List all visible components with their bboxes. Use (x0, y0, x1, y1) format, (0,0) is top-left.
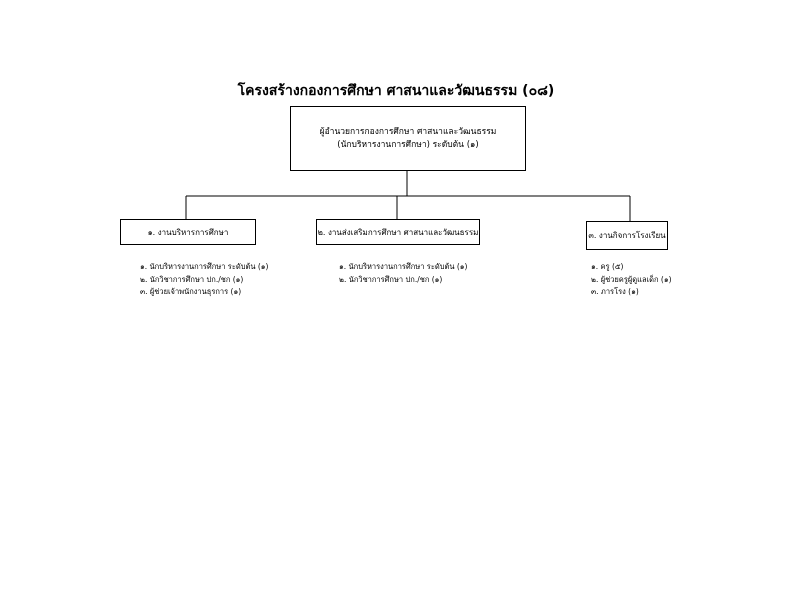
director-box: ผู้อำนวยการกองการศึกษา ศาสนาและวัฒนธรรม … (290, 106, 526, 171)
unit-label: ๒. งานส่งเสริมการศึกษา ศาสนาและวัฒนธรรม (317, 227, 479, 237)
staff-item: ๑. ครู (๕) (591, 262, 624, 271)
staff-list-school-affairs: ๑. ครู (๕) ๒. ผู้ช่วยครูผู้ดูแลเด็ก (๑) … (591, 261, 672, 299)
staff-list-education-admin: ๑. นักบริหารงานการศึกษา ระดับต้น (๑) ๒. … (140, 261, 268, 299)
staff-item: ๑. นักบริหารงานการศึกษา ระดับต้น (๑) (140, 262, 269, 271)
unit-box-education-promotion: ๒. งานส่งเสริมการศึกษา ศาสนาและวัฒนธรรม (316, 219, 480, 245)
staff-list-education-promotion: ๑. นักบริหารงานการศึกษา ระดับต้น (๑) ๒. … (339, 261, 467, 286)
staff-item: ๒. นักวิชาการศึกษา ปก./ชก (๑) (140, 274, 244, 284)
unit-box-education-admin: ๑. งานบริหารการศึกษา (120, 219, 256, 245)
staff-item: ๒. นักวิชาการศึกษา ปก./ชก (๑) (339, 274, 443, 284)
chart-title: โครงสร้างกองการศึกษา ศาสนาและวัฒนธรรม (๐… (237, 83, 555, 99)
unit-label: ๓. งานกิจการโรงเรียน (588, 231, 666, 240)
unit-label: ๑. งานบริหารการศึกษา (147, 227, 229, 237)
director-title: ผู้อำนวยการกองการศึกษา ศาสนาและวัฒนธรรม (319, 126, 497, 137)
unit-box-school-affairs: ๓. งานกิจการโรงเรียน (586, 221, 668, 250)
staff-item: ๓. ผู้ช่วยเจ้าพนักงานธุรการ (๑) (140, 287, 242, 296)
staff-item: ๓. ภารโรง (๑) (591, 287, 639, 296)
staff-item: ๒. ผู้ช่วยครูผู้ดูแลเด็ก (๑) (591, 274, 672, 284)
director-position: (นักบริหารงานการศึกษา) ระดับต้น (๑) (337, 139, 479, 150)
staff-item: ๑. นักบริหารงานการศึกษา ระดับต้น (๑) (339, 262, 468, 271)
